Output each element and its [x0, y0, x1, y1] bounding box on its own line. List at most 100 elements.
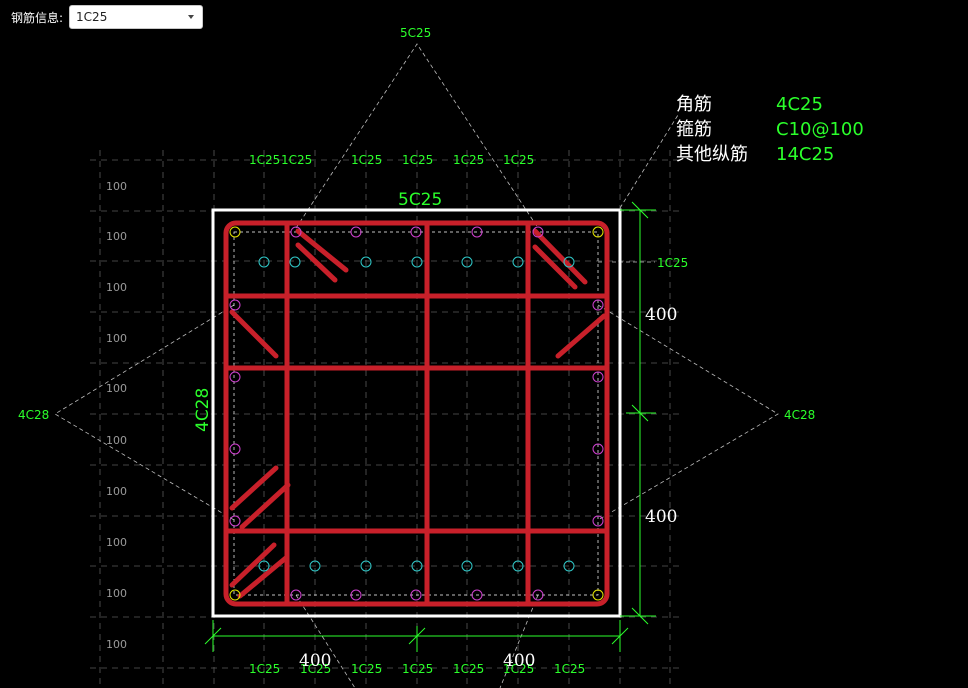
- side-bar: [229, 515, 241, 527]
- rebar-info-selected-value: 1C25: [76, 10, 108, 24]
- left-group-label: 4C28: [18, 408, 49, 422]
- side-bar: [290, 589, 302, 601]
- cover-line: [233, 231, 599, 596]
- side-bar: [229, 371, 241, 383]
- stirrup-hook: [532, 228, 588, 285]
- side-bar: [592, 443, 604, 455]
- side-bar: [350, 589, 362, 601]
- bottom-bar-label: 1C25: [402, 662, 433, 676]
- inner-bar: [512, 560, 524, 572]
- corner-bar-value: 4C25: [776, 94, 823, 115]
- grid-label: 100: [106, 638, 127, 651]
- grid-label: 100: [106, 382, 127, 395]
- top-bar-label: 1C25: [249, 153, 280, 167]
- bottom-bar-label: 1C25: [453, 662, 484, 676]
- inner-bar: [258, 560, 270, 572]
- side-bar: [410, 589, 422, 601]
- summary-block: 角筋 4C25 箍筋 C10@100 其他纵筋 14C25: [676, 94, 864, 165]
- other-bars-label: 其他纵筋: [676, 144, 748, 165]
- grid-label: 100: [106, 230, 127, 243]
- bottom-bar-label: 1C25: [351, 662, 382, 676]
- dimension-lines: [204, 201, 656, 652]
- dimension-right-bottom: 400: [645, 507, 677, 527]
- side-bar: [592, 299, 604, 311]
- bottom-bar-label: 1C25: [300, 662, 331, 676]
- side-bar: [471, 589, 483, 601]
- corner-bar-label: 角筋: [676, 94, 712, 115]
- top-side-label: 5C25: [398, 190, 442, 210]
- other-bars-value: 14C25: [776, 144, 834, 165]
- inner-bar: [461, 256, 473, 268]
- corner-bars: [229, 226, 604, 601]
- side-bar: [290, 226, 302, 238]
- stirrup-hook: [229, 465, 279, 511]
- left-side-label: 4C28: [193, 388, 213, 432]
- grid-label: 100: [106, 281, 127, 294]
- stirrup-hook: [295, 228, 349, 273]
- chevron-down-icon: [188, 15, 195, 19]
- inner-bar: [360, 256, 372, 268]
- stirrups: [223, 220, 610, 607]
- side-bar: [592, 515, 604, 527]
- side-bar: [350, 226, 362, 238]
- rebar-info-label: 钢筋信息:: [11, 10, 64, 25]
- top-bar-label: 1C25: [281, 153, 312, 167]
- top-bar-label: 1C25: [453, 153, 484, 167]
- side-bar: [532, 589, 544, 601]
- grid-label: 100: [106, 536, 127, 549]
- grid-label: 100: [106, 485, 127, 498]
- stirrup-hook: [555, 313, 607, 359]
- top-bar-label: 1C25: [351, 153, 382, 167]
- grid-label: 100: [106, 332, 127, 345]
- grid-spacing-labels: 100 100 100 100 100 100 100 100 100 100: [106, 180, 127, 651]
- inner-bar: [309, 560, 321, 572]
- inner-bar: [512, 256, 524, 268]
- dimension-bottom-left: 400: [299, 651, 331, 671]
- inner-bar: [563, 560, 575, 572]
- side-bar: [532, 226, 544, 238]
- dimension-right-top: 400: [645, 305, 677, 325]
- rebar-info-select[interactable]: 1C25: [69, 5, 204, 29]
- top-group-label: 5C25: [400, 26, 431, 40]
- stirrup-label: 箍筋: [676, 119, 712, 140]
- leader-lines: [54, 43, 779, 688]
- grid-label: 100: [106, 587, 127, 600]
- dimension-bottom-right: 400: [503, 651, 535, 671]
- stirrup-hook: [237, 554, 290, 599]
- side-bar: [229, 443, 241, 455]
- outer-stirrup: [223, 220, 610, 607]
- stirrup-hook: [229, 542, 277, 588]
- toolbar: 钢筋信息: 1C25: [0, 0, 260, 34]
- stirrup-hook: [532, 244, 578, 290]
- corner-bar: [229, 226, 241, 238]
- side-bar: [471, 226, 483, 238]
- background-grid: [90, 150, 680, 688]
- inner-bar: [563, 256, 575, 268]
- bottom-bar-label: 1C25: [503, 662, 534, 676]
- stirrup-hook: [229, 309, 279, 359]
- corner-bar: [592, 226, 604, 238]
- grid-label: 100: [106, 180, 127, 193]
- inner-bars: [258, 256, 575, 572]
- stirrup-hook: [239, 482, 291, 530]
- side-bar: [592, 371, 604, 383]
- inner-bar: [411, 560, 423, 572]
- side-bar: [410, 226, 422, 238]
- stirrup-hook: [295, 242, 338, 283]
- top-bar-label: 1C25: [402, 153, 433, 167]
- column-outline: [211, 208, 622, 618]
- inner-bar: [360, 560, 372, 572]
- grid-label: 100: [106, 434, 127, 447]
- corner-bar: [229, 589, 241, 601]
- top-bar-label: 1C25: [503, 153, 534, 167]
- side-bars: [229, 226, 604, 601]
- bottom-bar-label: 1C25: [554, 662, 585, 676]
- inner-bar: [411, 256, 423, 268]
- right-bar-label: 1C25: [657, 256, 688, 270]
- stirrup-value: C10@100: [776, 119, 864, 140]
- inner-bar: [461, 560, 473, 572]
- top-bar-labels: 1C25 1C25 1C25 1C25 1C25 1C25: [249, 153, 534, 167]
- inner-bar: [289, 256, 301, 268]
- bottom-bar-labels: 1C25 1C25 1C25 1C25 1C25 1C25 1C25: [249, 662, 585, 676]
